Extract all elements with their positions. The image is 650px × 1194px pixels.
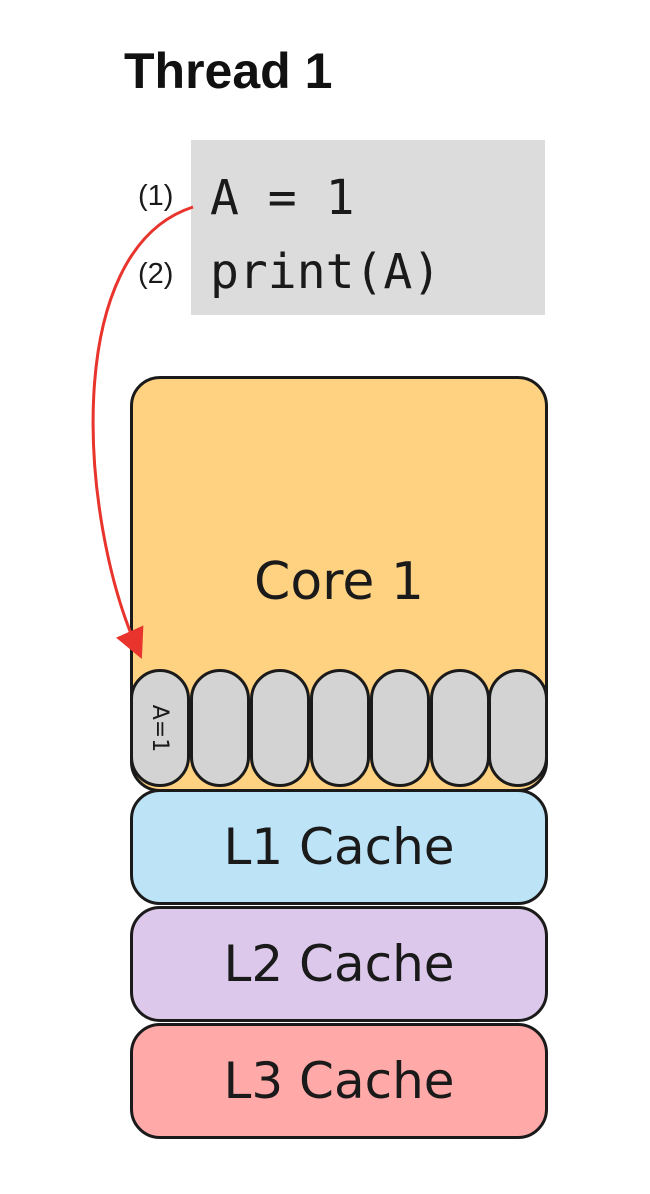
- register-5: [370, 669, 430, 787]
- register-6: [430, 669, 490, 787]
- core-label: Core 1: [254, 552, 424, 612]
- register-4: [310, 669, 370, 787]
- step-number-2: (2): [138, 258, 174, 290]
- register-2: [190, 669, 250, 787]
- register-3: [250, 669, 310, 787]
- l2-cache: L2 Cache: [130, 906, 548, 1022]
- l3-cache: L3 Cache: [130, 1023, 548, 1139]
- code-line-1: A = 1: [210, 170, 355, 226]
- register-7: [488, 669, 548, 787]
- l1-cache: L1 Cache: [130, 789, 548, 905]
- register-1-label-wrap: A=1: [130, 669, 190, 787]
- register-1-value: A=1: [147, 704, 173, 752]
- code-block: [191, 140, 545, 315]
- thread-title: Thread 1: [124, 43, 333, 99]
- code-line-2: print(A): [210, 244, 442, 300]
- register-row: A=1: [130, 669, 548, 787]
- register-1: [130, 669, 190, 787]
- step-number-1: (1): [138, 180, 174, 212]
